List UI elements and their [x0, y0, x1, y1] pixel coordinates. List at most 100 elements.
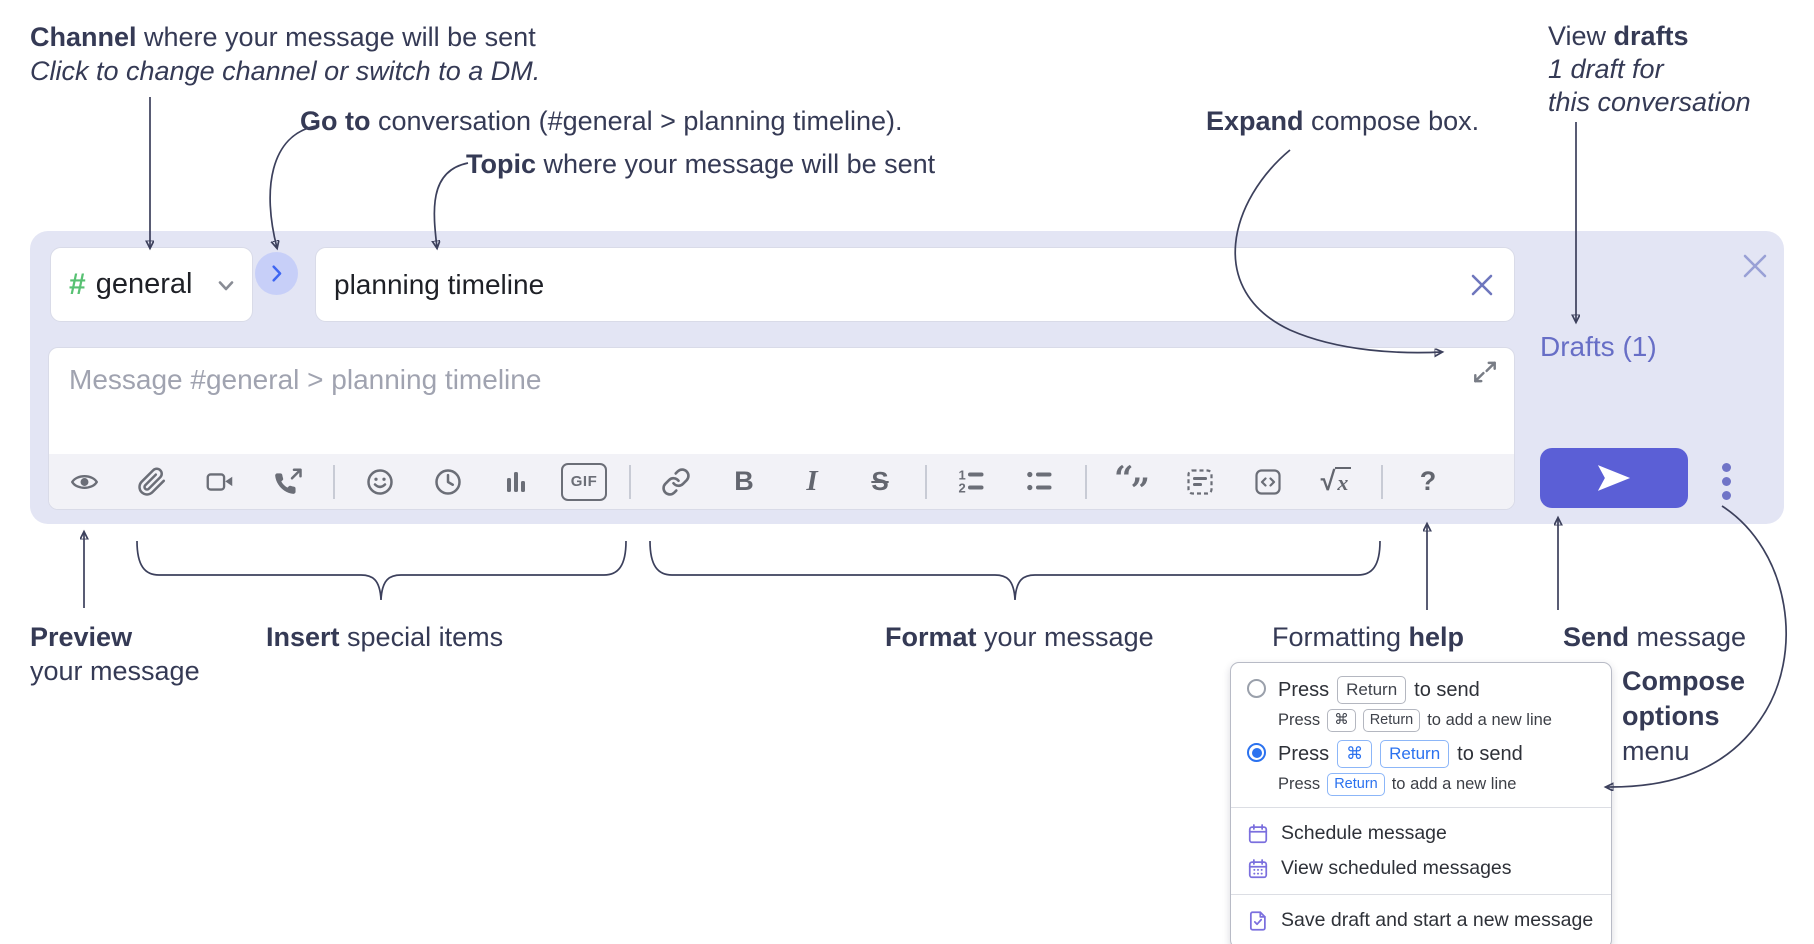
annotation-channel-line2: Click to change channel or switch to a D…	[30, 56, 541, 86]
option-subtext: Press	[1278, 775, 1321, 793]
compose-box: # general	[30, 231, 1784, 524]
annotation-go-to: Go to conversation (#general > planning …	[300, 104, 903, 138]
italic-icon: I	[806, 465, 818, 497]
ellipsis-dot-icon	[1721, 476, 1731, 486]
chevron-right-icon	[272, 265, 282, 282]
radio-unselected-icon[interactable]	[1247, 679, 1266, 698]
brace-insert	[136, 540, 627, 601]
send-plane-icon	[1597, 465, 1631, 491]
annotation-format-bold: Format	[885, 622, 977, 652]
annotation-expand-bold: Expand	[1206, 106, 1304, 136]
message-formatting-help-button[interactable]: ?	[1405, 459, 1451, 505]
spoiler-button[interactable]	[1177, 459, 1223, 505]
send-button[interactable]	[1540, 448, 1688, 508]
annotation-view-drafts-line2: 1 draft for	[1548, 54, 1664, 84]
emoji-button[interactable]	[357, 459, 403, 505]
annotation-compose-options-line2: options	[1622, 701, 1720, 731]
link-button[interactable]	[653, 459, 699, 505]
option-cmd-return-to-send[interactable]: Press ⌘ Return to send Press Return to a…	[1231, 735, 1611, 799]
compose-options-menu: Press Return to send Press ⌘ Return to a…	[1230, 662, 1612, 944]
annotation-send-bold: Send	[1563, 622, 1630, 652]
toolbar-divider	[925, 464, 927, 499]
go-to-conversation-button[interactable]	[255, 252, 298, 295]
option-subtext: Press	[1278, 711, 1321, 729]
toolbar-divider	[1085, 464, 1087, 499]
command-keycap: ⌘	[1337, 740, 1373, 768]
topic-input[interactable]	[316, 248, 1514, 321]
strikethrough-icon: S	[871, 466, 889, 496]
bar-chart-icon	[507, 471, 525, 492]
channel-hash-icon: #	[69, 267, 86, 301]
option-text: to send	[1414, 678, 1480, 701]
bold-button[interactable]: B	[721, 459, 767, 505]
brace-format	[649, 540, 1381, 601]
annotation-view-drafts-line3: this conversation	[1548, 87, 1751, 117]
annotation-formatting-help-pre: Formatting	[1272, 622, 1409, 652]
annotation-view-drafts-pre: View	[1548, 21, 1614, 51]
close-icon	[1471, 274, 1493, 296]
drafts-link[interactable]: Drafts (1)	[1540, 331, 1657, 362]
strikethrough-button[interactable]: S	[857, 459, 903, 505]
spoiler-icon	[1187, 468, 1213, 495]
bulleted-list-button[interactable]	[1017, 459, 1063, 505]
preview-button[interactable]	[61, 459, 107, 505]
numbered-list-button[interactable]: 1 2	[949, 459, 995, 505]
clear-topic-button[interactable]	[1466, 270, 1498, 302]
math-button[interactable]: √x	[1313, 459, 1359, 505]
italic-button[interactable]: I	[789, 459, 835, 505]
menu-item-save-draft[interactable]: Save draft and start a new message	[1231, 903, 1611, 938]
annotation-view-drafts-line1: View drafts	[1548, 20, 1751, 53]
annotation-topic-rest: where your message will be sent	[536, 149, 936, 179]
topic-field	[315, 247, 1515, 322]
poll-button[interactable]	[493, 459, 539, 505]
calendar-icon	[1248, 823, 1268, 843]
phone-call-icon	[275, 468, 302, 494]
annotation-go-to-rest: conversation (#general > planning timeli…	[370, 106, 903, 136]
annotation-channel-line1: Channel where your message will be sent	[30, 20, 540, 54]
menu-item-view-scheduled-messages[interactable]: View scheduled messages	[1231, 851, 1611, 886]
annotation-send-rest: message	[1629, 622, 1747, 652]
eye-icon	[70, 474, 98, 489]
option-return-to-send[interactable]: Press Return to send Press ⌘ Return to a…	[1231, 671, 1611, 735]
expand-compose-button[interactable]	[1468, 356, 1502, 390]
menu-divider	[1231, 807, 1611, 808]
quote-button[interactable]: “ ”	[1109, 458, 1155, 510]
code-button[interactable]	[1245, 459, 1291, 505]
channel-selector[interactable]: # general	[50, 247, 253, 322]
attach-file-button[interactable]	[129, 459, 175, 505]
message-input[interactable]	[49, 348, 1469, 464]
math-icon: √x	[1321, 466, 1352, 497]
annotation-view-drafts-bold: drafts	[1613, 21, 1689, 51]
compose-options-button[interactable]	[1706, 453, 1746, 509]
option-text: Press	[1278, 742, 1330, 765]
menu-item-schedule-message[interactable]: Schedule message	[1231, 816, 1611, 851]
time-button[interactable]	[425, 459, 471, 505]
radio-selected-icon[interactable]	[1247, 743, 1266, 762]
calendar-grid-icon	[1248, 858, 1268, 878]
paperclip-icon	[138, 467, 166, 496]
toolbar-divider	[1381, 464, 1383, 499]
annotation-channel: Channel where your message will be sent …	[30, 20, 540, 88]
option-subtext: to add a new line	[1391, 775, 1517, 793]
document-check-icon	[1249, 910, 1266, 931]
annotation-compose-options-line3: menu	[1622, 736, 1690, 766]
message-box: GIF B I S	[48, 347, 1515, 510]
gif-button[interactable]: GIF	[561, 459, 607, 505]
smiley-icon	[367, 468, 393, 495]
voice-call-button[interactable]	[265, 459, 311, 505]
bulleted-list-icon	[1027, 471, 1052, 490]
annotation-preview-line2: your message	[30, 656, 200, 686]
return-keycap: Return	[1380, 740, 1450, 768]
close-compose-button[interactable]	[1737, 249, 1773, 285]
annotation-format: Format your message	[885, 620, 1154, 654]
video-call-button[interactable]	[197, 459, 243, 505]
annotation-formatting-help-bold: help	[1408, 622, 1465, 652]
command-keycap: ⌘	[1327, 709, 1356, 732]
quote-icon: “ ”	[1114, 458, 1150, 510]
video-camera-icon	[206, 472, 233, 491]
close-icon	[1743, 254, 1767, 278]
expand-icon	[1474, 361, 1496, 382]
menu-item-label: Save draft and start a new message	[1281, 909, 1594, 931]
menu-item-label: View scheduled messages	[1281, 857, 1512, 879]
gif-icon: GIF	[561, 462, 607, 501]
